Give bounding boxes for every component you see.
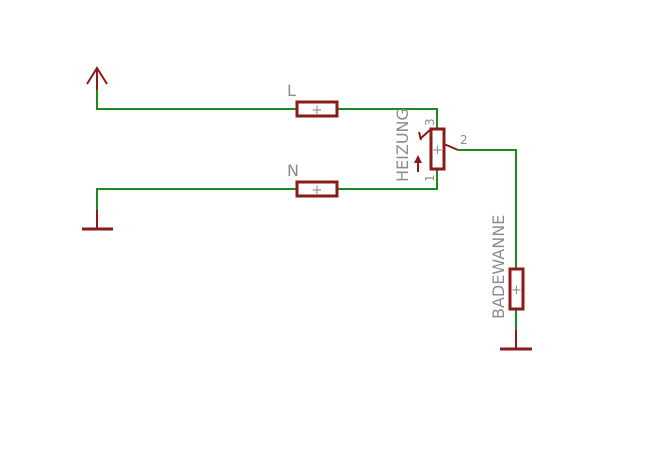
heater-pin-2: 2 [460, 133, 468, 147]
ground-left-icon [82, 210, 113, 231]
heater-pin-3: 3 [423, 118, 437, 126]
heater-potentiometer: + [418, 127, 459, 171]
heater-adjust-arrow-icon [414, 155, 422, 172]
bathtub-plus: + [511, 283, 522, 298]
wire-wiper-to-bath [458, 149, 517, 268]
bathtub-resistor: + [508, 267, 525, 311]
fuse-l-plus: + [312, 103, 323, 118]
wire-l-out [337, 108, 438, 128]
bathtub-label: BADEWANNE [489, 215, 508, 319]
fuse-n-plus: + [312, 183, 323, 198]
wire-n-in [96, 188, 297, 210]
fuse-l: + [295, 100, 339, 118]
wire-l-in [96, 90, 297, 110]
wires [96, 90, 517, 330]
fuse-n-label: N [287, 161, 299, 180]
heater-label: HEIZUNG [393, 108, 412, 182]
fuse-l-label: L [287, 81, 296, 100]
heater-plus: + [432, 143, 443, 158]
heater-pin-1: 1 [423, 174, 437, 182]
ground-right-icon [500, 330, 532, 351]
supply-arrow-icon [86, 66, 108, 90]
fuse-n: + [295, 180, 339, 198]
wire-n-out [337, 170, 438, 190]
